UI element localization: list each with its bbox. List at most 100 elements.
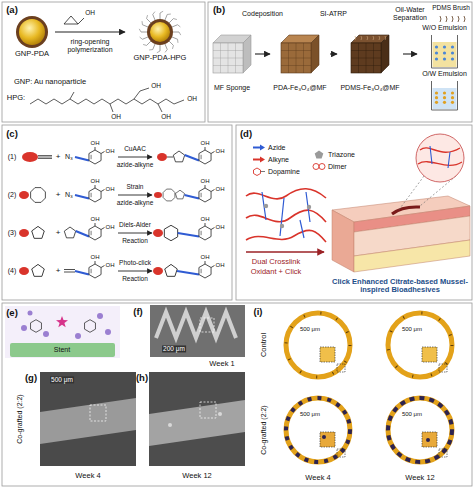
annotation-text: OH (201, 216, 210, 223)
annotation-text: + (56, 153, 61, 162)
sem-image (40, 372, 136, 466)
annotation-text: (4) (8, 267, 17, 275)
annotation-text: Strain (127, 183, 144, 190)
annotation-text: Photo-click (119, 259, 151, 266)
node-label: W/O Emulsion (422, 24, 467, 32)
node-label: MF Sponge (214, 84, 250, 92)
click-reaction-4 (19, 261, 215, 278)
annotation-text: + (56, 191, 61, 200)
hpg-structure (30, 88, 184, 112)
brush-symbol (440, 16, 465, 22)
process-arrow (246, 251, 324, 253)
annotation-text: OH (216, 224, 225, 231)
node-figure (338, 24, 402, 84)
panel-label: (g) (25, 373, 37, 383)
annotation-text: Stent (54, 346, 70, 354)
annotation-text: GNP: Au nanoparticle (14, 78, 86, 86)
emulsion-node: W/O EmulsionO/W Emulsion (418, 24, 471, 112)
nanoparticle-node: GNP-PDA-HPG (126, 10, 194, 63)
zoom-inset (398, 134, 464, 211)
sem-image (150, 305, 245, 357)
arrow-label: Codeposition (241, 10, 284, 18)
annotation-text: Diels-Alder (119, 221, 151, 228)
legend-symbol (312, 150, 326, 159)
annotation-text: OH (106, 148, 115, 155)
annotation-text: OH (216, 262, 225, 269)
legend-entry: Triazone (312, 150, 355, 159)
annotation-text: N₃ (65, 191, 73, 199)
node-figure (126, 10, 194, 54)
annotation-text: (3) (8, 229, 17, 237)
process-arrow (403, 53, 417, 54)
process-arrow (330, 53, 337, 54)
arrow-label: Oil-Water Separation (387, 6, 433, 21)
legend-entry: Azide (252, 143, 286, 152)
annotation-text: Week 12 (405, 474, 434, 482)
skin-block (332, 196, 470, 272)
annotation-text: OH (201, 140, 210, 147)
annotation-text: (2) (8, 191, 17, 199)
legend-symbol (252, 155, 266, 164)
node-figure (10, 14, 54, 50)
annotation-text: OH (91, 140, 100, 147)
annotation-text: N₃ (65, 153, 73, 161)
annotation-text: Week 1 (209, 360, 234, 368)
annotation-text: Week 4 (305, 474, 330, 482)
annotation-text: Co-grafted (2:2) (16, 394, 24, 443)
nanoparticle-node: GNP-PDA (10, 14, 54, 59)
sem-image (149, 372, 245, 466)
legend-label: Dopamine (268, 168, 300, 176)
annotation-text: OH (151, 82, 161, 89)
annotation-text: Co-grafted (2:2) (260, 405, 268, 454)
click-reaction-3 (19, 223, 215, 241)
annotation-text: Week 4 (75, 472, 100, 480)
annotation-text: OH (85, 9, 95, 16)
annotation-text: 200 μm (162, 345, 186, 352)
annotation-text: (1) (8, 153, 17, 161)
annotation-text: OH (91, 254, 100, 261)
annotation-text: OH (201, 254, 210, 261)
arrow-label: ring-opening polymerization (58, 38, 122, 53)
node-figure (418, 78, 471, 112)
legend-symbol (312, 162, 326, 171)
panel-label: (i) (254, 307, 263, 317)
annotation-text: Click Enhanced Citrate-based Mussel-insp… (330, 278, 470, 295)
annotation-text: + (56, 229, 61, 238)
legend-entry: Dopamine (252, 167, 300, 176)
panel-label: (a) (6, 5, 18, 15)
annotation-text: OH (111, 113, 121, 120)
annotation-text: 500 μm (402, 411, 422, 418)
node-figure (210, 24, 254, 84)
arrow-label: SI-ATRP (319, 10, 348, 18)
node-figure (418, 32, 471, 70)
polymer-network (246, 189, 326, 242)
process-arrow (55, 31, 125, 32)
glycidol-structure (64, 16, 84, 24)
node-label: PDMS-Fe₃O₄@MF (340, 84, 399, 92)
annotation-text: Control (260, 333, 268, 357)
panel-label: (h) (136, 373, 148, 383)
stent-ring-image (286, 313, 452, 462)
legend-label: Triazone (328, 151, 355, 159)
panel-label: (c) (6, 129, 18, 139)
annotation-text: OH (216, 148, 225, 155)
legend-symbol (252, 167, 266, 176)
annotation-text: 500 μm (300, 326, 320, 333)
annotation-text: OH (187, 95, 197, 102)
legend-label: Azide (268, 144, 286, 152)
node-label: PDA-Fe₃O₄@MF (273, 84, 326, 92)
annotation-text: Oxidant + Click (251, 268, 302, 276)
annotation-text: OH (216, 186, 225, 193)
node-label: GNP-PDA (15, 50, 49, 59)
panel-label: (b) (213, 5, 225, 15)
sponge-node: PDA-Fe₃O₄@MF (271, 24, 329, 92)
panel-label: (d) (240, 129, 252, 139)
process-arrow (255, 53, 270, 54)
legend-entry: Dimer (312, 162, 347, 171)
annotation-text: azide-alkyne (117, 161, 154, 168)
annotation-text: Dual Crosslink (252, 258, 300, 266)
annotation-text: OH (106, 186, 115, 193)
sponge-node: PDMS-Fe₃O₄@MF (338, 24, 402, 92)
annotation-text: + (56, 267, 61, 276)
